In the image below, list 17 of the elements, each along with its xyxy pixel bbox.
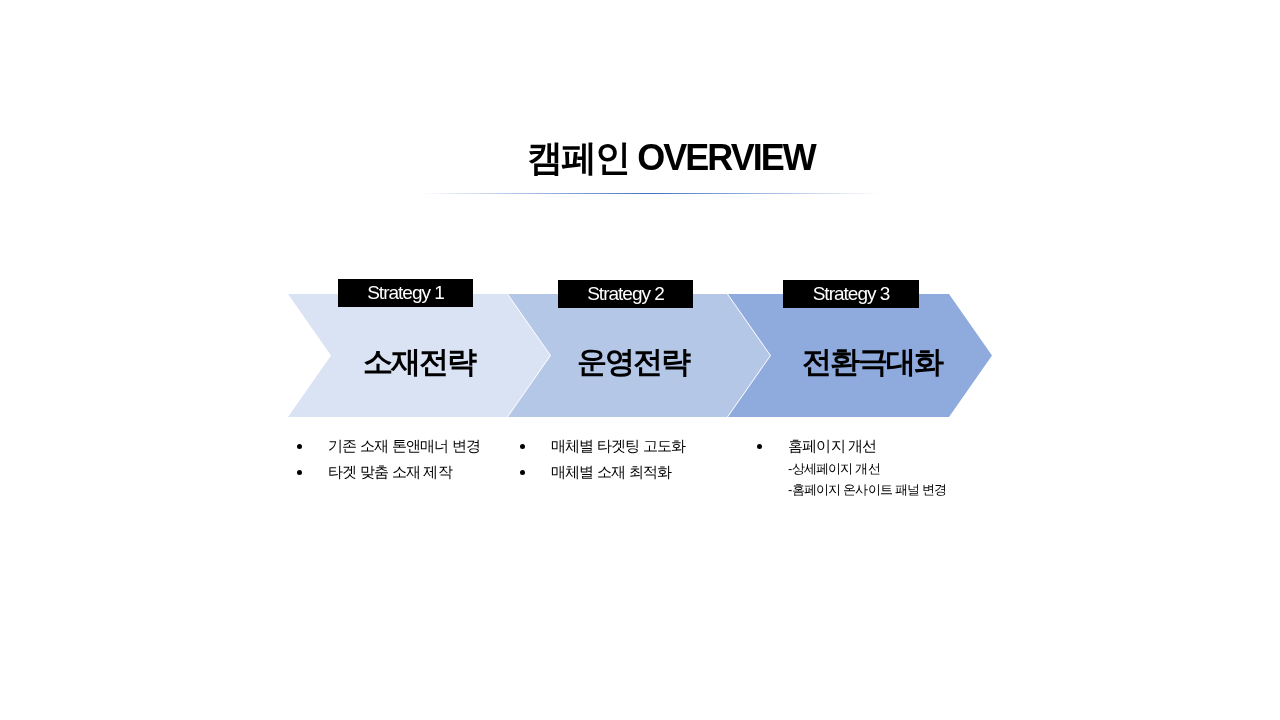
chevron-step [288, 279, 550, 417]
step-title: 소재전략 [363, 343, 475, 380]
strategy-tag: Strategy 3 [783, 280, 919, 308]
title: 캠페인 OVERVIEW [527, 137, 815, 179]
list-item: -홈페이지 온사이트 패널 변경 [788, 481, 947, 498]
list-item: 타겟 맞춤 소재 제작 [328, 462, 452, 481]
list-item: -상세페이지 개선 [788, 460, 880, 477]
chevron-step [508, 279, 770, 417]
list-item: 매체별 타겟팅 고도화 [551, 436, 686, 455]
step-title: 전환극대화 [802, 343, 942, 380]
strategy-tag: Strategy 2 [558, 280, 693, 308]
chevron-step [728, 279, 992, 417]
list-item: 홈페이지 개선 [788, 436, 877, 455]
list-item: 기존 소재 톤앤매너 변경 [328, 436, 481, 455]
list-item: 매체별 소재 최적화 [551, 462, 672, 481]
step-title: 운영전략 [577, 343, 689, 380]
strategy-tag: Strategy 1 [338, 279, 473, 307]
